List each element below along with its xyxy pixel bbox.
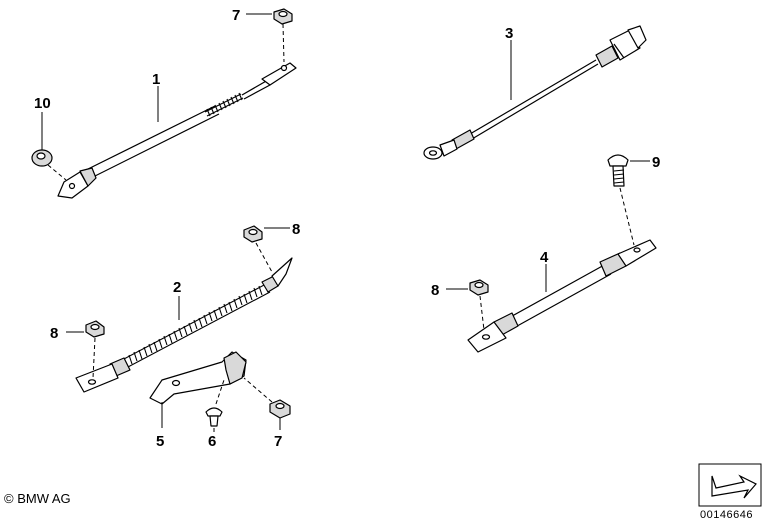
callout-5: 5 <box>156 433 164 450</box>
copyright-text: © BMW AG <box>4 491 71 506</box>
cable-part-4[interactable] <box>467 239 657 353</box>
bracket-part-5[interactable] <box>149 351 247 405</box>
callout-3: 3 <box>505 25 513 42</box>
callout-8-left: 8 <box>50 325 58 342</box>
callout-10: 10 <box>34 95 51 112</box>
dash-7-top <box>282 23 285 63</box>
callout-9: 9 <box>652 154 660 171</box>
dash-10 <box>47 164 67 181</box>
dash-6 <box>215 379 225 405</box>
dash-8-top <box>255 242 273 273</box>
nut-part-8-top[interactable] <box>243 225 263 243</box>
screw-part-6[interactable] <box>205 407 223 427</box>
dash-7-bottom <box>243 377 273 403</box>
nut-part-7-top[interactable] <box>273 8 293 25</box>
callout-7-top: 7 <box>232 7 240 24</box>
callout-7-bottom: 7 <box>274 433 282 450</box>
nut-part-8-right[interactable] <box>469 279 489 296</box>
dash-9 <box>619 187 635 246</box>
callout-1: 1 <box>152 71 160 88</box>
callout-4: 4 <box>540 249 549 266</box>
bolt-part-9[interactable] <box>607 154 629 187</box>
callout-2: 2 <box>173 279 181 296</box>
cable-part-3[interactable] <box>423 25 647 160</box>
nut-part-8-left[interactable] <box>85 320 105 338</box>
cable-part-1[interactable] <box>57 62 297 199</box>
document-number: 00146646 <box>700 509 753 521</box>
cable-part-2[interactable] <box>75 257 293 393</box>
nut-part-7-bottom[interactable] <box>269 399 291 419</box>
callout-8-right: 8 <box>431 282 439 299</box>
dash-8-right <box>479 295 485 331</box>
callout-8-top: 8 <box>292 221 300 238</box>
grommet-part-10[interactable] <box>31 149 53 167</box>
callout-6: 6 <box>208 433 216 450</box>
arrow-box-icon <box>698 463 762 507</box>
